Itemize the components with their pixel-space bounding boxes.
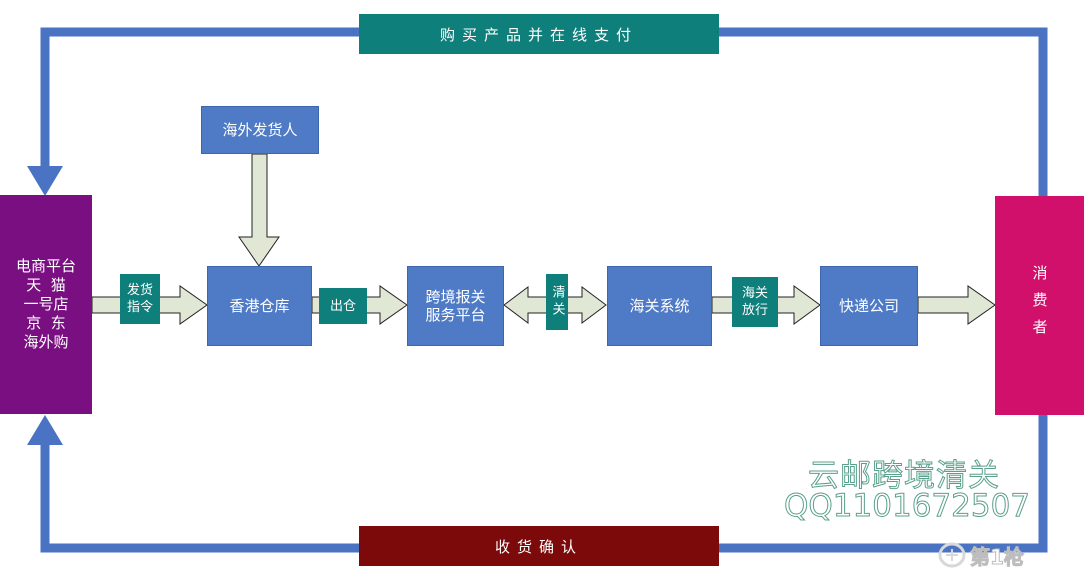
platform-line-5: 海外购 bbox=[23, 333, 69, 351]
bottom-banner: 收货确认 bbox=[359, 526, 719, 566]
out-warehouse-text: 出仓 bbox=[329, 298, 356, 314]
top-loop-line bbox=[40, 27, 1048, 196]
declaration-line-1: 跨境报关 bbox=[425, 288, 486, 306]
declaration-platform-node: 跨境报关 服务平台 bbox=[407, 266, 504, 346]
bottom-banner-label: 收货确认 bbox=[494, 537, 583, 556]
logo-text: 第1枪 bbox=[970, 544, 1025, 569]
platform-line-2: 天 猫 bbox=[26, 276, 66, 294]
top-banner-label: 购买产品并在线支付 bbox=[439, 25, 638, 44]
customs-release-line-1: 海关 bbox=[741, 286, 768, 301]
watermark-line-1: 云邮跨境清关 bbox=[808, 458, 1000, 495]
consumer-label: 消费者 bbox=[1030, 265, 1049, 346]
customs-release-label: 海关 放行 bbox=[732, 277, 778, 327]
ecommerce-platform-node: 电商平台 天 猫 一号店 京 东 海外购 bbox=[0, 195, 92, 414]
platform-line-3: 一号店 bbox=[23, 295, 69, 313]
declaration-line-2: 服务平台 bbox=[425, 306, 486, 324]
courier-label: 快递公司 bbox=[838, 297, 899, 315]
warehouse-label: 香港仓库 bbox=[229, 297, 290, 315]
out-warehouse-label: 出仓 bbox=[319, 288, 367, 324]
customs-label: 海关系统 bbox=[629, 297, 690, 315]
overseas-shipper-node: 海外发货人 bbox=[201, 106, 319, 154]
platform-line-1: 电商平台 bbox=[15, 257, 76, 275]
courier-node: 快递公司 bbox=[820, 266, 918, 346]
arrow-shipper-to-warehouse bbox=[238, 153, 280, 267]
ship-order-line-1: 发货 bbox=[126, 283, 153, 298]
customs-release-line-2: 放行 bbox=[741, 303, 768, 318]
arrow-courier-to-consumer bbox=[917, 285, 996, 325]
site-logo: 第1枪 bbox=[938, 540, 1058, 570]
platform-line-4: 京 东 bbox=[26, 314, 66, 332]
shipper-label: 海外发货人 bbox=[222, 121, 298, 139]
clearance-text: 清关 bbox=[549, 285, 565, 319]
top-loop-arrowhead bbox=[27, 166, 63, 196]
customs-system-node: 海关系统 bbox=[607, 266, 712, 346]
clearance-label: 清关 bbox=[546, 274, 568, 330]
watermark-line-2: QQ1101672507 bbox=[783, 488, 1031, 525]
hk-warehouse-node: 香港仓库 bbox=[207, 266, 312, 346]
ship-order-line-2: 指令 bbox=[126, 300, 153, 315]
logo-emblem-icon bbox=[938, 542, 966, 568]
bottom-loop-arrowhead bbox=[27, 415, 63, 445]
ship-order-label: 发货 指令 bbox=[120, 274, 160, 324]
top-banner: 购买产品并在线支付 bbox=[359, 14, 719, 54]
consumer-node: 消费者 bbox=[995, 196, 1084, 415]
